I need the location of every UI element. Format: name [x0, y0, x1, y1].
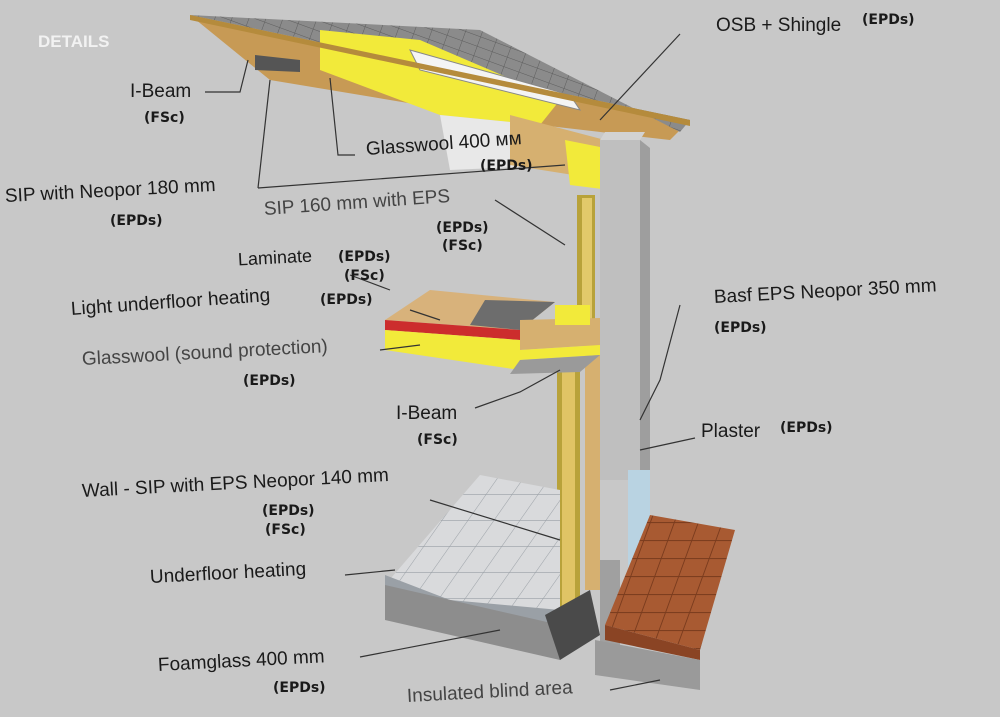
wall-assembly	[557, 132, 650, 620]
tag-sip-neopor-180: (EPDs)	[110, 213, 163, 229]
tag-osb-shingle: (EPDs)	[862, 12, 915, 28]
tag-sip-160-eps-1: (EPDs)	[436, 220, 489, 236]
tag-laminate-1: (EPDs)	[338, 249, 391, 265]
label-i-beam-top: I-Beam	[130, 81, 192, 102]
tag-i-beam-mid: (FSc)	[417, 432, 458, 448]
blind-area	[595, 515, 735, 690]
label-osb-shingle: OSB + Shingle	[716, 15, 842, 36]
tag-light-underfloor: (EPDs)	[320, 292, 373, 308]
tag-i-beam-top: (FSc)	[144, 110, 185, 126]
tag-wall-sip-2: (FSc)	[265, 522, 306, 538]
page-title: DETAILS	[38, 32, 110, 51]
label-i-beam-mid: I-Beam	[396, 403, 458, 424]
tag-laminate-2: (FSc)	[344, 268, 385, 284]
leader-lines	[205, 33, 696, 691]
tag-basf-eps: (EPDs)	[714, 320, 767, 336]
roof-assembly	[190, 15, 690, 190]
tag-glasswool-sound: (EPDs)	[243, 373, 296, 389]
tag-sip-160-eps-2: (FSc)	[442, 238, 483, 254]
ground-slab	[385, 475, 620, 670]
tag-foamglass: (EPDs)	[273, 680, 326, 696]
label-plaster: Plaster	[701, 421, 761, 442]
floor-assembly	[385, 290, 600, 374]
tag-wall-sip-1: (EPDs)	[262, 503, 315, 519]
label-laminate: Laminate	[237, 245, 313, 270]
tag-plaster: (EPDs)	[780, 420, 833, 436]
tag-glasswool-400: (EPDs)	[480, 158, 533, 174]
